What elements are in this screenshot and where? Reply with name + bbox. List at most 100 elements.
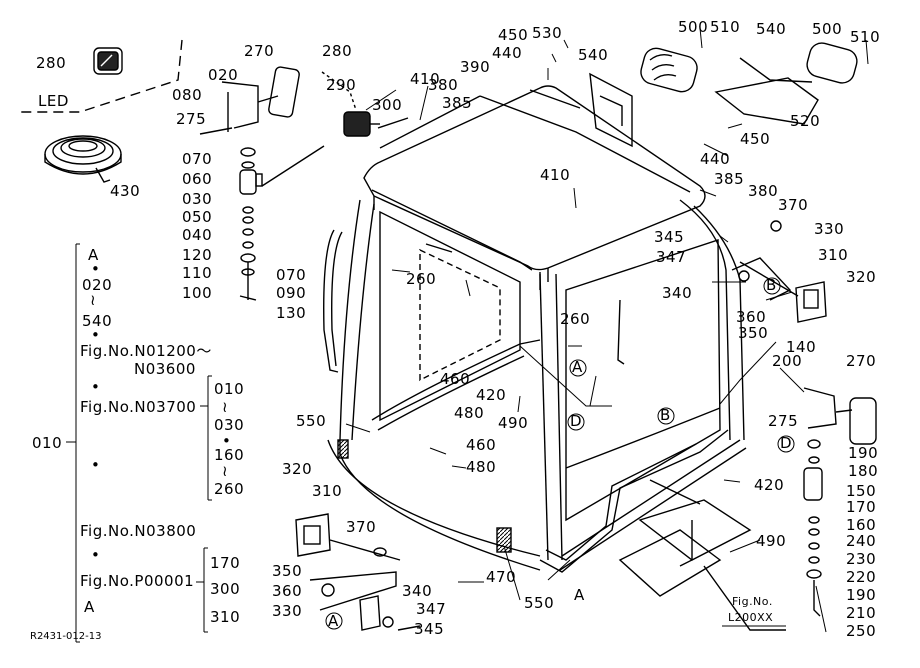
rotating-beacon-icon bbox=[321, 71, 409, 137]
part-number-label: 420 bbox=[754, 476, 785, 494]
part-number-label: 040 bbox=[182, 226, 213, 244]
part-number-label: 290 bbox=[326, 76, 357, 94]
part-number-label: 275 bbox=[768, 412, 799, 430]
applicability-dot: • bbox=[91, 546, 101, 564]
part-number-label: 240 bbox=[846, 532, 877, 550]
reference-letter: A bbox=[328, 612, 339, 630]
applicability-tilde: ≀ bbox=[90, 291, 97, 309]
part-number-label: 030 bbox=[182, 190, 213, 208]
part-number-label: 350 bbox=[272, 562, 303, 580]
applicability-dot: • bbox=[91, 456, 101, 474]
part-number-label: 347 bbox=[656, 248, 687, 266]
part-number-label: 347 bbox=[416, 600, 447, 618]
range2-030: 030 bbox=[214, 416, 245, 434]
lower-right-module bbox=[618, 479, 786, 631]
part-number-label: 230 bbox=[846, 550, 877, 568]
part-number-label: 470 bbox=[486, 568, 517, 586]
part-number-label: 480 bbox=[454, 404, 485, 422]
range2-160: 160 bbox=[214, 446, 245, 464]
reference-letter: D bbox=[780, 434, 793, 452]
part-number-label: 380 bbox=[748, 182, 779, 200]
part-number-label: 490 bbox=[756, 532, 787, 550]
part-number-label: 060 bbox=[182, 170, 213, 188]
part-number-label: 080 bbox=[172, 86, 203, 104]
part-number-label: 260 bbox=[406, 270, 437, 288]
part-number-label: 440 bbox=[492, 44, 523, 62]
part-number-label: 480 bbox=[466, 458, 497, 476]
part-number-label: 500 bbox=[812, 20, 843, 38]
part-number-label: 490 bbox=[498, 414, 529, 432]
part-number-label: 360 bbox=[736, 308, 767, 326]
part-number-label: 260 bbox=[560, 310, 591, 328]
part-number-label: 370 bbox=[778, 196, 809, 214]
fig-n03600: N03600 bbox=[134, 360, 196, 378]
part-number-label: 190 bbox=[846, 586, 877, 604]
applicability-range-end: 540 bbox=[82, 312, 113, 330]
fig-n01200: Fig.No.N01200～ bbox=[80, 342, 212, 360]
part-number-label: 020 bbox=[208, 66, 239, 84]
reference-letter: A bbox=[84, 598, 95, 616]
part-number-label: 210 bbox=[846, 604, 877, 622]
part-number-label: 510 bbox=[710, 18, 741, 36]
part-number-label: 360 bbox=[272, 582, 303, 600]
part-number-label: LED bbox=[38, 92, 69, 110]
range4-170: 170 bbox=[210, 554, 241, 572]
part-number-label: 130 bbox=[276, 304, 307, 322]
reference-letter: B bbox=[660, 406, 671, 424]
part-number-label: 050 bbox=[182, 208, 213, 226]
part-number-label: 370 bbox=[346, 518, 377, 536]
part-number-label: 340 bbox=[662, 284, 693, 302]
fig-n03800: Fig.No.N03800 bbox=[80, 522, 197, 540]
part-number-label: 190 bbox=[848, 444, 879, 462]
reference-letter: A bbox=[574, 586, 585, 604]
part-number-label: 330 bbox=[814, 220, 845, 238]
part-number-label: 100 bbox=[182, 284, 213, 302]
part-number-label: 160 bbox=[846, 516, 877, 534]
part-number-label: 320 bbox=[846, 268, 877, 286]
range2-tilde: ≀ bbox=[222, 462, 229, 480]
part-number-label: 345 bbox=[414, 620, 445, 638]
part-number-label: 380 bbox=[428, 76, 459, 94]
fig-n03700: Fig.No.N03700 bbox=[80, 398, 197, 416]
part-number-label: 410 bbox=[410, 70, 441, 88]
applicability-dot: • bbox=[91, 326, 101, 344]
left-mirror-assembly bbox=[199, 66, 325, 301]
part-number-label: 330 bbox=[272, 602, 303, 620]
part-number-label: 440 bbox=[700, 150, 731, 168]
part-number-label: 345 bbox=[654, 228, 685, 246]
led-divider bbox=[20, 39, 183, 113]
part-number-label: 390 bbox=[460, 58, 491, 76]
reference-letter: D bbox=[570, 412, 583, 430]
applicability-a: A bbox=[88, 246, 99, 264]
cab-frame bbox=[323, 85, 747, 573]
range2-dot: • bbox=[222, 432, 232, 450]
part-number-label: 460 bbox=[466, 436, 497, 454]
applicability-dot: • bbox=[91, 378, 101, 396]
part-number-label: 280 bbox=[322, 42, 353, 60]
applicability-range-start: 020 bbox=[82, 276, 113, 294]
figref-line1: Fig.No. bbox=[732, 595, 773, 608]
part-number-label: 180 bbox=[848, 462, 879, 480]
part-number-label: 385 bbox=[714, 170, 745, 188]
part-number-label: 410 bbox=[540, 166, 571, 184]
part-number-label: 310 bbox=[312, 482, 343, 500]
led-lamp-icon bbox=[93, 47, 123, 75]
part-number-label: 270 bbox=[244, 42, 275, 60]
part-number-label: 450 bbox=[498, 26, 529, 44]
part-number-label: 275 bbox=[176, 110, 207, 128]
part-number-label: 090 bbox=[276, 284, 307, 302]
part-number-label: 110 bbox=[182, 264, 213, 282]
part-number-label: 150 bbox=[846, 482, 877, 500]
part-number-label: 320 bbox=[282, 460, 313, 478]
front-work-light bbox=[589, 47, 698, 148]
applicability-brackets bbox=[66, 243, 212, 643]
range4-300: 300 bbox=[210, 580, 241, 598]
harness-coil-icon bbox=[44, 135, 122, 183]
part-number-label: 430 bbox=[110, 182, 141, 200]
part-number-label: 550 bbox=[524, 594, 555, 612]
reference-circles bbox=[325, 277, 795, 630]
part-number-label: 450 bbox=[740, 130, 771, 148]
fig-p00001: Fig.No.P00001 bbox=[80, 572, 195, 590]
range2-tilde: ≀ bbox=[222, 398, 229, 416]
